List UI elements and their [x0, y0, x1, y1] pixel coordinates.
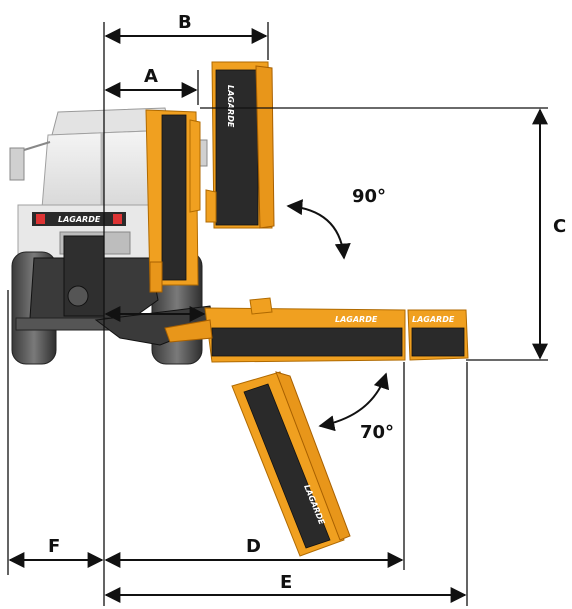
- upright-brand: LAGARDE: [226, 85, 235, 128]
- angle-label-90: 90°: [352, 186, 386, 207]
- secondary-brand: LAGARDE: [412, 315, 455, 324]
- angle-label-70: 70°: [360, 422, 394, 443]
- label-e: E: [280, 572, 292, 593]
- angle-arc-70: [318, 372, 390, 432]
- label-f: F: [48, 536, 60, 557]
- label-a: A: [144, 66, 158, 87]
- left-mirror: [9, 147, 25, 181]
- mower-stowed: [145, 109, 201, 293]
- label-c: C: [553, 216, 566, 237]
- mower-horizontal: LAGARDE LAGARDE: [164, 297, 469, 363]
- label-b: B: [178, 12, 192, 33]
- angle-arc-90: [286, 199, 351, 260]
- tractor-plate-brand: LAGARDE: [58, 215, 101, 224]
- label-d: D: [246, 536, 261, 557]
- tractor-front-plate: [32, 212, 126, 226]
- mower-angled: LAGARDE: [231, 371, 351, 557]
- mower-upright: LAGARDE: [205, 61, 275, 229]
- main-brand: LAGARDE: [335, 315, 378, 324]
